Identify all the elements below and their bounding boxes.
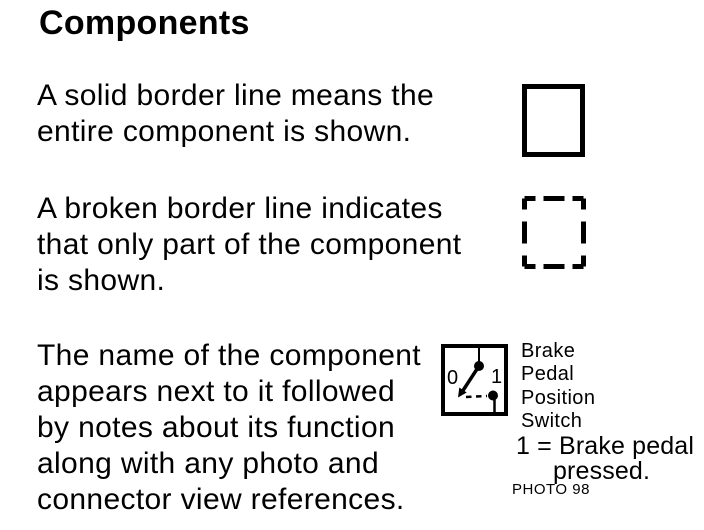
paragraph-line: entire component is shown. [37,115,412,148]
paragraph-line: that only part of the component [37,228,462,261]
paragraph-line: by notes about its function [37,411,396,444]
solid-border-paragraph: A solid border line means the entire com… [37,78,434,150]
switch-function-note: 1 = Brake pedal pressed. [516,434,694,484]
switch-position-0-label: 0 [447,367,458,389]
note-line: pressed. [553,457,651,485]
paragraph-line: The name of the component [37,339,421,372]
component-name-label: Brake Pedal Position Switch [521,340,595,433]
switch-symbol-icon: 0 1 [441,344,508,416]
switch-position-1-label: 1 [491,366,502,388]
paragraph-line: is shown. [37,264,166,297]
paragraph-line: appears next to it followed [37,375,395,408]
dashed-border-square-icon [522,196,586,269]
component-name-paragraph: The name of the component appears next t… [37,338,421,518]
paragraph-line: A broken border line indicates [37,192,443,225]
component-name-line: Position [521,386,596,409]
photo-reference: PHOTO 98 [512,481,590,498]
page-title: Components [39,4,250,42]
solid-border-square-icon [522,84,585,157]
paragraph-line: A solid border line means the [37,79,435,112]
component-name-line: Brake [521,340,576,362]
note-line: 1 = Brake pedal [516,432,695,460]
broken-border-paragraph: A broken border line indicates that only… [37,191,461,299]
paragraph-line: along with any photo and [37,447,379,480]
paragraph-line: connector view references. [37,483,405,516]
component-name-line: Switch [521,409,583,432]
component-name-line: Pedal [521,363,575,386]
